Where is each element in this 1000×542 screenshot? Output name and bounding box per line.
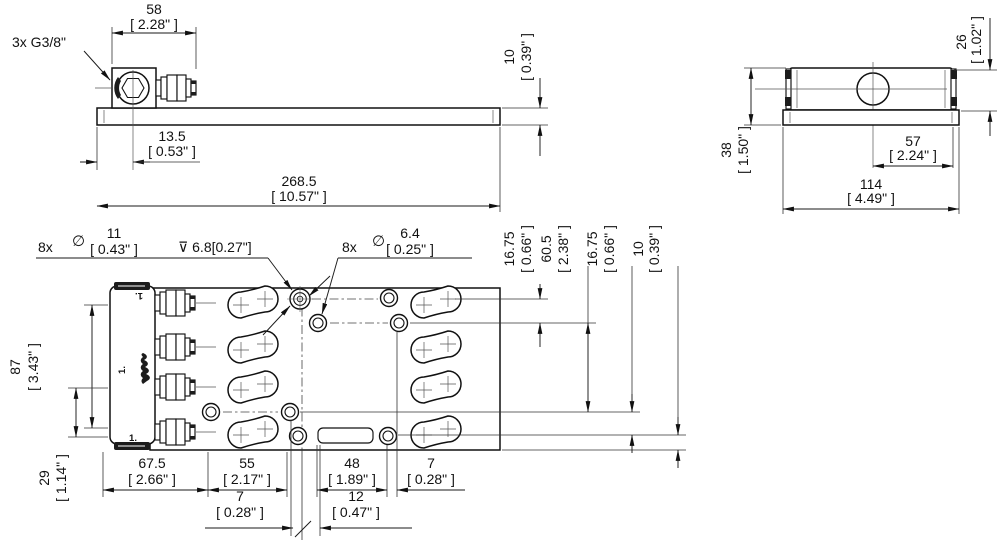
slash-mark [294, 520, 312, 538]
dim-57-in: [ 2.24" ] [889, 147, 937, 163]
dim-overall-length: 268.5 [ 10.57" ] [96, 127, 501, 212]
rail-bar [96, 107, 501, 126]
plan-view: 1. 1. 1. 8x ∅ 11 [ 0.43" ] ⊽ 6.8[0.27"] … [7, 225, 686, 540]
manifold-block-plan: 1. 1. 1. [109, 282, 156, 450]
dims-right: 16.75 [ 0.66" ] 60.5 [ 2.38" ] 16.75 [ 0… [300, 225, 686, 468]
dim-hole-to-edge: 57 [ 2.24" ] [872, 127, 954, 169]
dim-135-mm: 13.5 [158, 128, 185, 144]
dim-26-mm: 26 [953, 34, 969, 50]
dim-26-in: [ 1.02" ] [968, 16, 984, 64]
dim-7a-mm: 7 [427, 455, 435, 471]
end-view: 26 [ 1.02" ] 38 [ 1.50" ] 57 [ 2.24" ] 1… [718, 16, 997, 214]
dims-left: 87 [ 3.43" ] 29 [ 1.14" ] [7, 304, 108, 502]
dim-58-in: [ 2.28" ] [130, 16, 178, 32]
diameter-icon: ∅ [72, 233, 85, 250]
dim-7b-in: [ 0.28" ] [216, 504, 264, 520]
dim-1675a-mm: 16.75 [501, 231, 517, 266]
dim-body-height: 26 [ 1.02" ] [953, 16, 997, 136]
callout-through-holes: 8x ∅ 6.4 [ 0.25" ] [308, 225, 472, 315]
port-block [95, 67, 157, 170]
dim-fitting-span: 58 [ 2.28" ] [111, 1, 197, 69]
port-mark-mid: 1. [117, 366, 128, 374]
dim-1675b-in: [ 0.66" ] [601, 225, 617, 273]
dim-114-mm: 114 [860, 176, 883, 192]
dim-55-in: [ 2.17" ] [223, 471, 271, 487]
dim-10-in: [ 0.39" ] [518, 33, 534, 81]
dims-bottom: 67.5 [ 2.66" ] 55 [ 2.17" ] 48 [ 1.89" ]… [102, 332, 465, 540]
port-seal [114, 77, 121, 99]
dim-87-in: [ 3.43" ] [25, 343, 41, 391]
dim-overall-width: 114 [ 4.49" ] [782, 127, 960, 214]
base-plate-end [782, 109, 960, 126]
dim-38-in: [ 1.50" ] [735, 126, 751, 174]
callout-ports: 3x G3/8" [12, 34, 111, 81]
cb-in: [ 0.43" ] [90, 241, 138, 257]
dim-675-in: [ 2.66" ] [128, 471, 176, 487]
th-qty: 8x [342, 239, 357, 255]
cb-depth: ⊽ 6.8[0.27"] [178, 239, 252, 255]
port-mark-top: 1. [135, 290, 143, 301]
dim-605-in: [ 2.38" ] [555, 225, 571, 273]
dim-10b-mm: 10 [630, 241, 646, 257]
diameter-icon-2: ∅ [372, 233, 385, 250]
th-in: [ 0.25" ] [386, 241, 434, 257]
dim-675-mm: 67.5 [138, 455, 165, 471]
dim-7a-in: [ 0.28" ] [407, 471, 455, 487]
push-in-fitting-side [155, 74, 197, 102]
dim-29-in: [ 1.14" ] [53, 454, 69, 502]
centerlines [196, 290, 388, 448]
side-view: 58 [ 2.28" ] 3x G3/8" 13.5 [ 0.53" ] 268… [12, 1, 548, 212]
id-slot [317, 427, 374, 444]
dim-87-mm: 87 [7, 359, 23, 375]
manifold-body [755, 62, 957, 168]
dim-57-mm: 57 [905, 133, 921, 149]
dim-58-mm: 58 [146, 1, 162, 17]
dim-12-in: [ 0.47" ] [332, 504, 380, 520]
callout-counterbore-holes: 8x ∅ 11 [ 0.43" ] ⊽ 6.8[0.27"] [36, 225, 293, 336]
dim-port-offset: 13.5 [ 0.53" ] [80, 127, 200, 170]
dim-10-mm: 10 [501, 49, 517, 65]
port-mark-bottom: 1. [129, 433, 137, 444]
ports-label: 3x G3/8" [12, 34, 66, 50]
dim-29-mm: 29 [36, 470, 52, 486]
dim-12-mm: 12 [348, 488, 364, 504]
brand-mark-icon [140, 353, 150, 384]
dim-1675b-mm: 16.75 [584, 231, 600, 266]
dim-2685-in: [ 10.57" ] [271, 188, 327, 204]
dim-48-mm: 48 [344, 455, 360, 471]
dim-1675a-in: [ 0.66" ] [518, 225, 534, 273]
dim-38-mm: 38 [718, 142, 734, 158]
dim-55-mm: 55 [239, 455, 255, 471]
dim-48-in: [ 1.89" ] [328, 471, 376, 487]
mounting-holes [201, 285, 409, 446]
dim-135-in: [ 0.53" ] [148, 143, 196, 159]
dim-plate-thickness: 10 [ 0.39" ] [501, 33, 548, 156]
dim-overall-height: 38 [ 1.50" ] [718, 67, 786, 174]
cb-mm: 11 [107, 225, 122, 241]
dim-605-mm: 60.5 [538, 235, 554, 262]
th-mm: 6.4 [400, 225, 420, 241]
cb-qty: 8x [38, 239, 53, 255]
dim-7b-mm: 7 [236, 488, 244, 504]
dim-114-in: [ 4.49" ] [847, 190, 895, 206]
dim-10b-in: [ 0.39" ] [646, 225, 662, 273]
dim-2685-mm: 268.5 [281, 173, 316, 189]
